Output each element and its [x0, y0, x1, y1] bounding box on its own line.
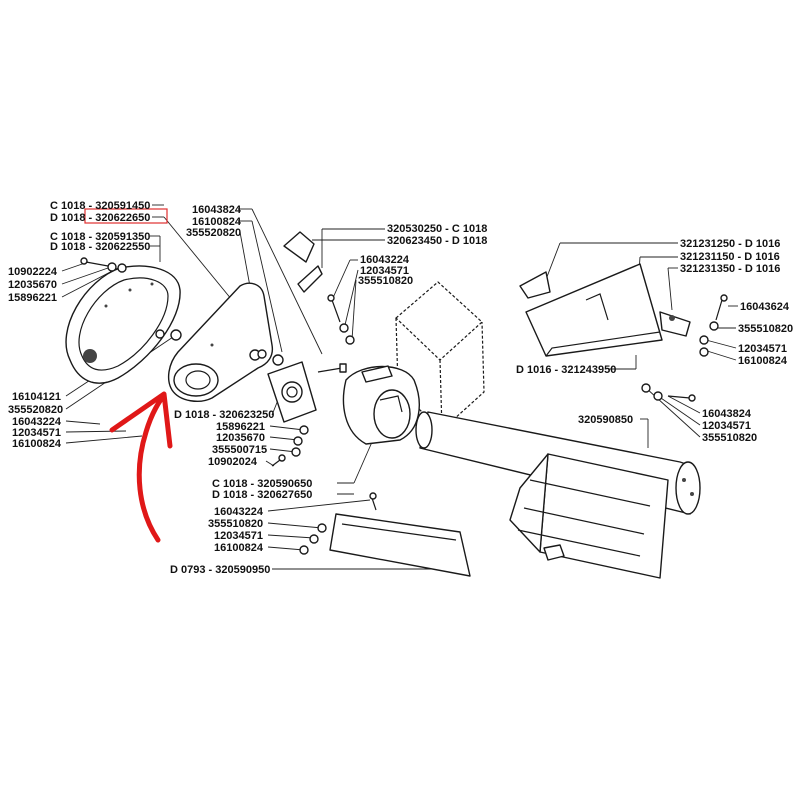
- top-screw-stack: [327, 294, 355, 345]
- long-screw-part: [317, 363, 347, 373]
- label-10902024: 10902024: [208, 456, 258, 468]
- right-guard-part: [519, 263, 691, 357]
- label-10902224: 10902224: [8, 266, 58, 278]
- bottom-chute-plate: [299, 492, 471, 577]
- label-d1018-a: D 1018 - 320622650: [50, 212, 150, 224]
- label-16043824-right: 16043824: [702, 408, 752, 420]
- label-d1018-e: D 1018 - 320627650: [212, 489, 312, 501]
- label-12034571-left: 12034571: [12, 427, 61, 439]
- label-12035670-mid: 12035670: [216, 432, 265, 444]
- label-12034571-right: 12034571: [738, 343, 787, 355]
- label-16043224-left: 16043224: [12, 416, 62, 428]
- label-321231150: 321231150 - D 1016: [680, 251, 780, 263]
- label-321231350: 321231350 - D 1016: [680, 263, 780, 275]
- label-16104121: 16104121: [12, 391, 61, 403]
- flange-plate-part: [257, 349, 317, 423]
- label-d1016: D 1016 - 321243950: [516, 364, 616, 376]
- label-16043624: 16043624: [740, 301, 790, 313]
- label-355510820-right: 355510820: [738, 323, 793, 335]
- label-355500715: 355500715: [212, 444, 267, 456]
- label-12034571-top: 12034571: [360, 265, 409, 277]
- top-bracket-part: [283, 231, 323, 293]
- oval-cover-part: [65, 265, 181, 384]
- label-355510820-bottom: 355510820: [208, 518, 263, 530]
- label-d1018-c: 320623450 - D 1018: [387, 235, 487, 247]
- label-12034571-right2: 12034571: [702, 420, 751, 432]
- label-16100824-right: 16100824: [738, 355, 788, 367]
- label-355520820-top: 355520820: [186, 227, 241, 239]
- leader-lines: [61, 204, 738, 570]
- label-15896221-mid: 15896221: [216, 421, 265, 433]
- label-320590850: 320590850: [578, 414, 633, 426]
- label-12034571-bottom: 12034571: [214, 530, 263, 542]
- right-screw-stack: [641, 294, 728, 402]
- part-labels: C 1018 - 320591450 D 1018 - 320622650 C …: [8, 200, 793, 576]
- label-16100824-left: 16100824: [12, 438, 62, 450]
- cylinder-chute-part: [342, 365, 420, 445]
- label-355520820-left: 355520820: [8, 404, 63, 416]
- label-c1018-e: C 1018 - 320590650: [212, 478, 312, 490]
- label-16043224-bottom: 16043224: [214, 506, 264, 518]
- label-15896221-left: 15896221: [8, 292, 57, 304]
- label-355510820-top: 355510820: [358, 275, 413, 287]
- label-16100824-top: 16100824: [192, 216, 242, 228]
- label-d1018-d: D 1018 - 320623250: [174, 409, 274, 421]
- label-c1018-c: 320530250 - C 1018: [387, 223, 487, 235]
- label-16100824-bottom: 16100824: [214, 542, 264, 554]
- label-321231250: 321231250 - D 1016: [680, 238, 780, 250]
- label-d1018-b: D 1018 - 320622550: [50, 241, 150, 253]
- label-12035670-left: 12035670: [8, 279, 57, 291]
- left-screw-set: [80, 257, 182, 341]
- label-d0793: D 0793 - 320590950: [170, 564, 270, 576]
- label-16043824: 16043824: [192, 204, 242, 216]
- mid-washer-stack: [271, 425, 309, 467]
- label-c1018-b: C 1018 - 320591350: [50, 231, 150, 243]
- part-number-highlight-box: [84, 208, 168, 224]
- label-16043224-top: 16043224: [360, 254, 410, 266]
- drive-housing-part: [167, 282, 274, 402]
- red-arrow: [109, 391, 173, 543]
- trough-frame-part: [509, 453, 669, 579]
- label-c1018-a: C 1018 - 320591450: [50, 200, 150, 212]
- label-355510820-right2: 355510820: [702, 432, 757, 444]
